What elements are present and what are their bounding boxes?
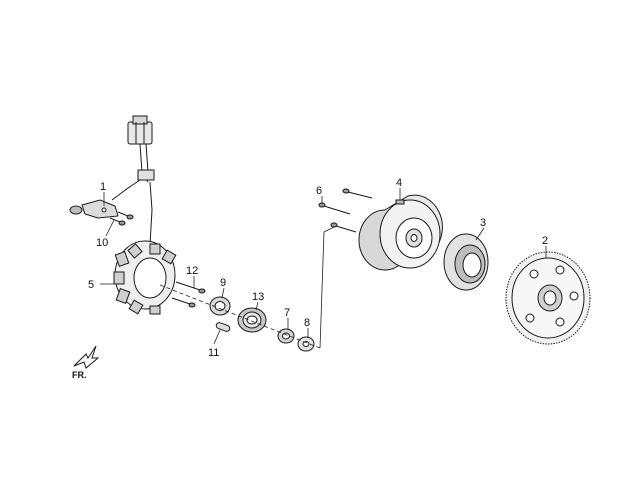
callout-6: 6 — [316, 185, 322, 197]
spacer-collar — [277, 328, 295, 344]
starter-clutch — [443, 233, 489, 291]
callout-5: 5 — [88, 279, 94, 291]
callout-4: 4 — [396, 177, 402, 189]
callout-8: 8 — [304, 317, 310, 329]
callout-7: 7 — [284, 307, 290, 319]
callout-12: 12 — [186, 265, 198, 277]
leader-lines — [100, 188, 547, 345]
front-direction-arrow-icon — [73, 345, 100, 369]
callout-11: 11 — [208, 347, 219, 359]
dowel-pin — [215, 322, 231, 332]
starter-driven-gear — [505, 251, 591, 345]
bracket-bolts — [109, 211, 134, 226]
stator-bolts — [171, 281, 206, 308]
callout-2: 2 — [542, 235, 548, 247]
callout-10: 10 — [96, 237, 108, 249]
front-direction-label: FR. — [72, 370, 87, 380]
flywheel-bolts — [318, 188, 373, 233]
pickup-coil-bracket — [69, 199, 119, 219]
oil-seal — [209, 296, 231, 316]
washer — [297, 336, 315, 352]
callout-13: 13 — [252, 291, 264, 303]
callout-1: 1 — [100, 181, 106, 193]
flywheel-rotor — [358, 194, 443, 271]
callout-9: 9 — [220, 277, 226, 289]
stator-coil — [113, 240, 177, 315]
callout-3: 3 — [480, 217, 486, 229]
wire-harness — [111, 115, 155, 246]
bearing — [237, 307, 267, 333]
